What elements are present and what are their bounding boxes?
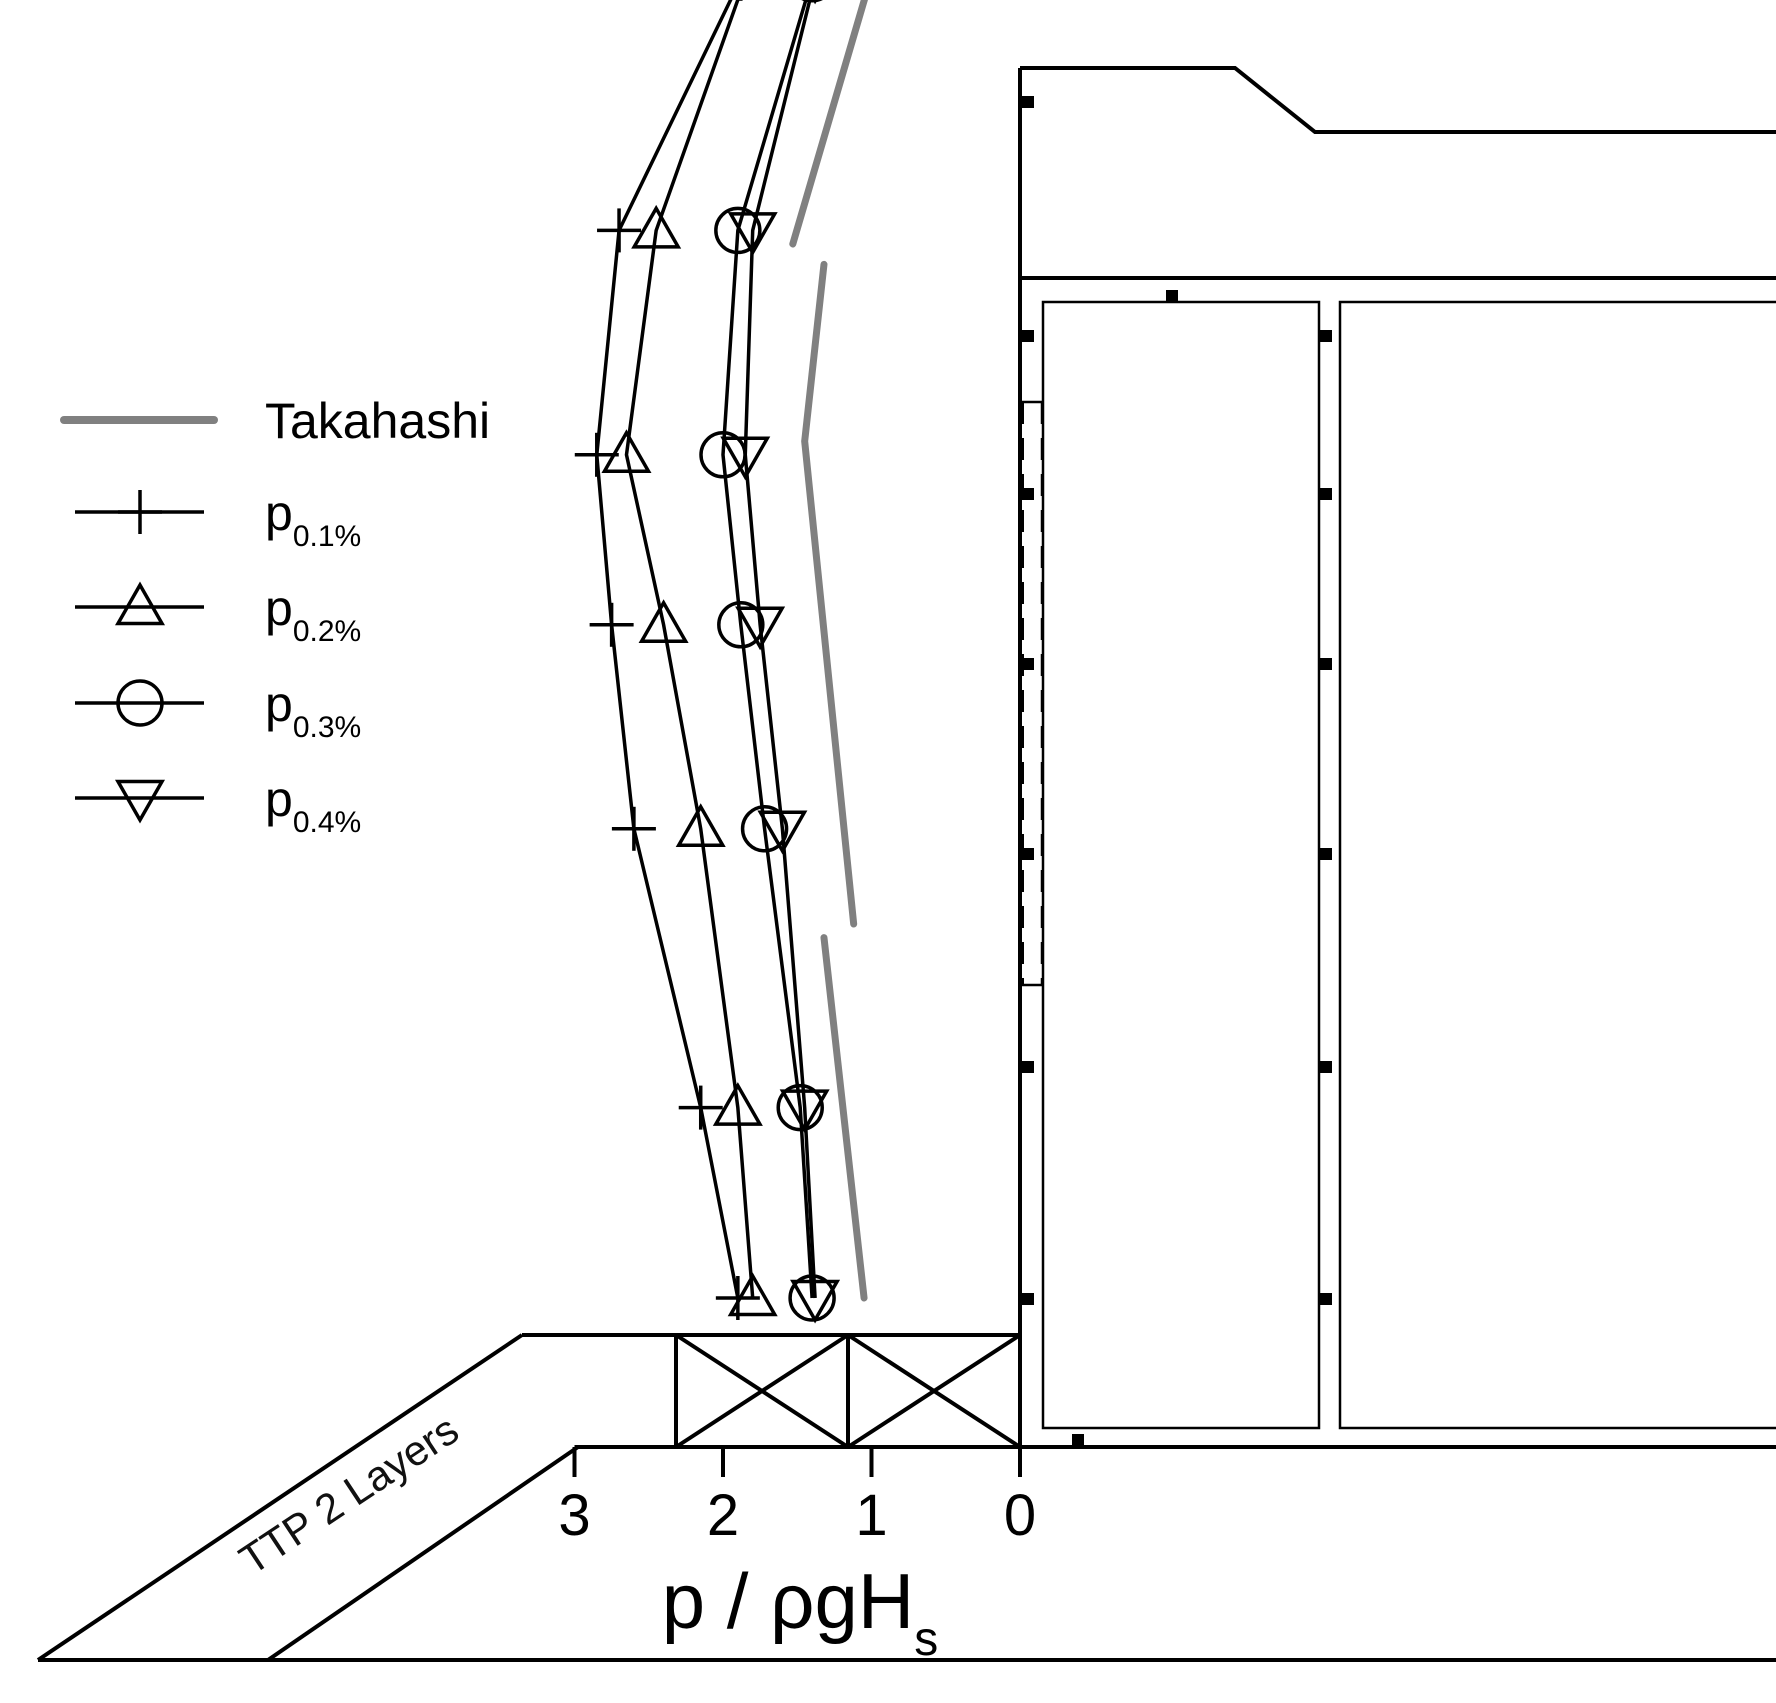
marker-circle	[788, 1274, 836, 1322]
marker-circle	[714, 206, 762, 255]
marker-triangle-down	[812, 0, 818, 5]
marker-triangle-down	[757, 810, 808, 855]
legend-label: p0.2%	[265, 580, 361, 648]
mound-slope-outer	[36, 1333, 524, 1662]
crown-wall	[1020, 66, 1776, 134]
x-axis-label-sub: s	[914, 1613, 938, 1666]
marker-circle	[776, 1083, 824, 1132]
series-layer	[574, 0, 868, 1324]
marker-plus	[739, 0, 743, 1]
marker-circle	[717, 601, 765, 649]
legend-item-0: Takahashi	[60, 393, 490, 449]
x-axis-label: p / ρgHs	[662, 1557, 938, 1666]
legend-label-sub: 0.4%	[293, 806, 361, 839]
legend-label: p0.4%	[265, 771, 361, 839]
pressure-gauges	[1022, 96, 1332, 1446]
marker-circle	[116, 679, 164, 727]
marker-triangle-down	[114, 779, 166, 824]
x-tick-label: 1	[855, 1483, 887, 1548]
x-tick-label: 3	[558, 1483, 590, 1548]
legend-label-sub: 0.1%	[293, 520, 361, 553]
marker-triangle-up	[631, 204, 682, 249]
legend-item-2: p0.2%	[75, 580, 361, 648]
legend-item-4: p0.4%	[75, 771, 361, 839]
marker-circle	[801, 0, 823, 3]
series-line	[624, 0, 755, 1299]
marker-triangle-up	[727, 1272, 778, 1317]
marker-plus	[678, 1085, 723, 1130]
caisson-cell-front	[1041, 300, 1321, 1430]
series-2	[601, 0, 778, 1317]
ttp-layer-label: TTP 2 Layers	[231, 1406, 467, 1584]
takahashi-segment	[801, 260, 858, 928]
marker-plus	[574, 432, 619, 477]
marker-triangle-up	[601, 429, 652, 474]
legend-label-sub: 0.2%	[293, 615, 361, 648]
series-line	[743, 0, 817, 1299]
takahashi-segment	[789, 0, 868, 248]
marker-triangle-up	[114, 581, 166, 626]
series-line	[721, 0, 814, 1299]
marker-plus	[118, 490, 162, 534]
marker-triangle-up	[675, 803, 726, 848]
legend-item-1: p0.1%	[75, 485, 361, 553]
ttp-blocks	[674, 1333, 1022, 1449]
marker-triangle-down	[727, 212, 778, 256]
x-tick-label: 2	[707, 1483, 739, 1548]
series-4	[720, 0, 841, 1324]
caisson-cell-rear	[1338, 300, 1776, 1430]
legend-label: p0.1%	[265, 485, 361, 553]
marker-plus	[611, 806, 656, 851]
caisson-structure	[36, 66, 1776, 1662]
marker-triangle-down	[779, 1089, 830, 1134]
x-axis: 3 2 1 0 p / ρgHs	[558, 1445, 1036, 1666]
series-0	[789, 0, 868, 1302]
series-3	[699, 0, 836, 1322]
marker-triangle-down	[790, 1279, 841, 1324]
marker-triangle-up	[712, 1082, 763, 1126]
marker-circle	[740, 805, 789, 853]
marker-triangle-down	[720, 436, 771, 481]
legend-label: Takahashi	[265, 393, 490, 449]
legend-item-3: p0.3%	[75, 676, 361, 744]
marker-plus	[589, 602, 634, 647]
marker-triangle-up	[638, 599, 689, 644]
legend: Takahashi p0.1% p0.2% p0.3% p0.4%	[60, 393, 490, 839]
x-tick-label: 0	[1004, 1483, 1036, 1548]
takahashi-segment	[820, 934, 868, 1302]
legend-label: p0.3%	[265, 676, 361, 744]
marker-triangle-down	[735, 606, 786, 651]
marker-plus	[597, 208, 642, 253]
legend-label-sub: 0.3%	[293, 711, 361, 744]
series-1	[574, 0, 760, 1320]
mound-slope-inner	[266, 1445, 580, 1662]
